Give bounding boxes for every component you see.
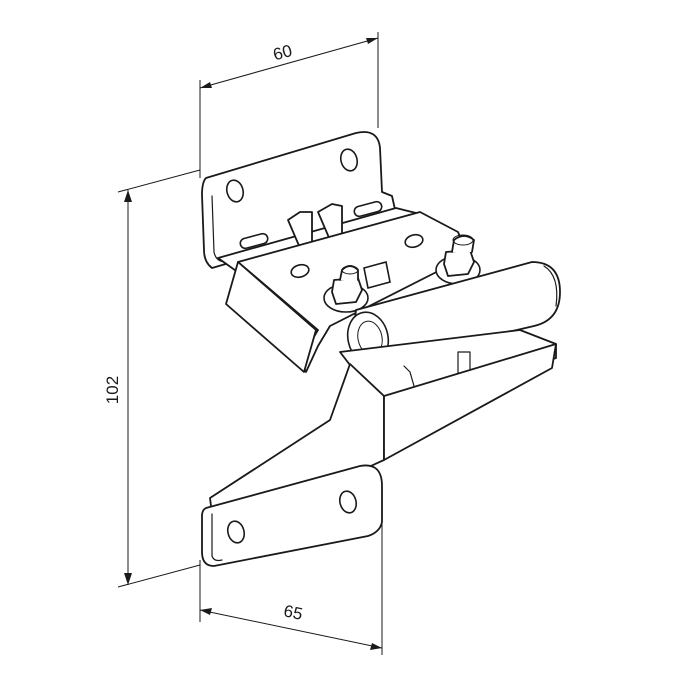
height-arrow-top (124, 190, 132, 202)
lower-wall-flange (201, 464, 383, 567)
lower-clamp-slot-2 (403, 365, 415, 387)
slotted-plate-left-rib (287, 211, 313, 249)
top-dim-line (199, 37, 379, 89)
clamp-front-tab (225, 261, 317, 373)
slotted-plate-right-rib (317, 203, 343, 241)
lower-mount-hole-left (226, 520, 246, 544)
slot-left (239, 232, 269, 250)
height-ext-bottom (117, 564, 201, 588)
lower-mount-hole-right (338, 490, 358, 514)
top-width-label: 60 (271, 41, 294, 64)
lower-flange-bend (211, 513, 223, 562)
bottom-arrow-right (370, 643, 382, 650)
top-arrow-left (200, 82, 212, 88)
clamp-hole-left (290, 263, 310, 279)
clamp-square-slot (363, 261, 391, 289)
bolt-right (435, 234, 481, 285)
bolt-left-tip (341, 265, 359, 275)
bolt-left (323, 265, 369, 313)
height-arrow-bottom (124, 573, 132, 585)
bottom-dim-line (199, 609, 383, 649)
axle-tube-rim (543, 265, 558, 307)
upper-mount-hole-left (225, 179, 245, 203)
bolt-left-nut (331, 277, 363, 305)
top-arrow-right (366, 38, 378, 44)
dimension-bottom-width: 65 (199, 520, 383, 655)
bolt-right-tip (452, 234, 474, 246)
bottom-arrow-left (200, 608, 212, 615)
bolt-right-nut (443, 249, 475, 277)
dimension-height: 102 (103, 169, 201, 588)
height-label: 102 (103, 376, 122, 404)
clamp-hole-right (404, 233, 424, 249)
diagonal-arm-web (383, 343, 557, 461)
upper-mount-hole-right (339, 148, 359, 172)
bottom-width-label: 65 (282, 601, 304, 624)
height-ext-top (117, 169, 201, 193)
dimension-top-width: 60 (199, 32, 379, 178)
slot-right (353, 200, 383, 218)
bolt-right-stud (451, 235, 475, 253)
bracket (201, 131, 561, 567)
